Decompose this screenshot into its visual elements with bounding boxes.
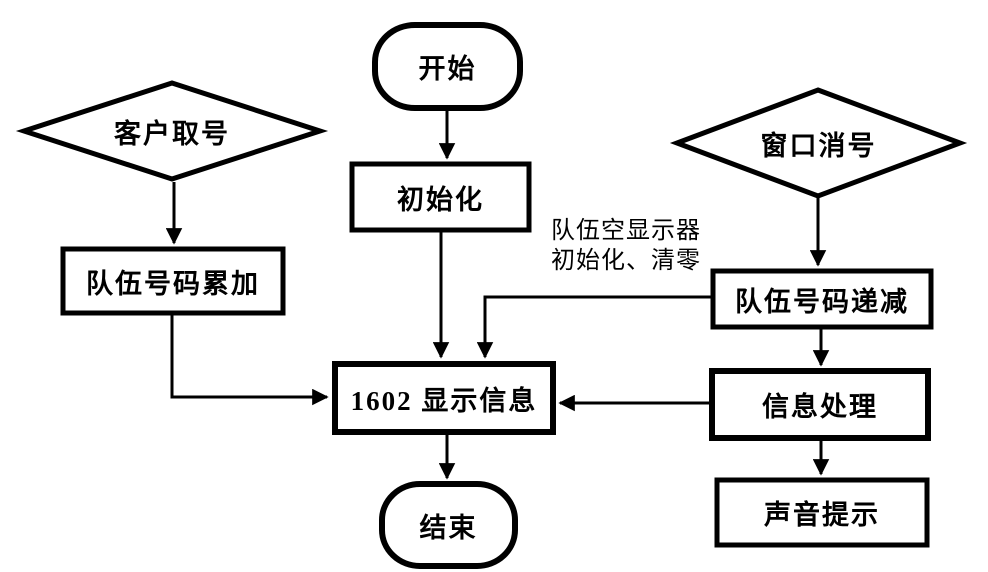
lcd1602-display-shape [332,361,556,435]
start-terminator-shape [372,22,523,111]
queue-empty-annotation-line1: 队伍空显示器 [551,218,701,244]
end-terminator-shape [379,481,518,569]
window-clear-number-diamond-shape [669,87,968,199]
init-process-shape [349,161,532,233]
arrow-decrement-to-lcd1602 [476,295,713,359]
sound-prompt-shape [714,477,930,548]
arrow-increment-to-lcd1602 [170,314,329,406]
queue-empty-annotation: 队伍空显示器 初始化、清零 [540,216,712,276]
queue-empty-annotation-line2: 初始化、清零 [551,248,701,274]
queue-number-increment-shape [60,246,286,316]
customer-take-number-diamond-shape [15,80,329,182]
queue-number-decrement-shape [710,268,934,330]
info-processing-shape [709,368,931,441]
